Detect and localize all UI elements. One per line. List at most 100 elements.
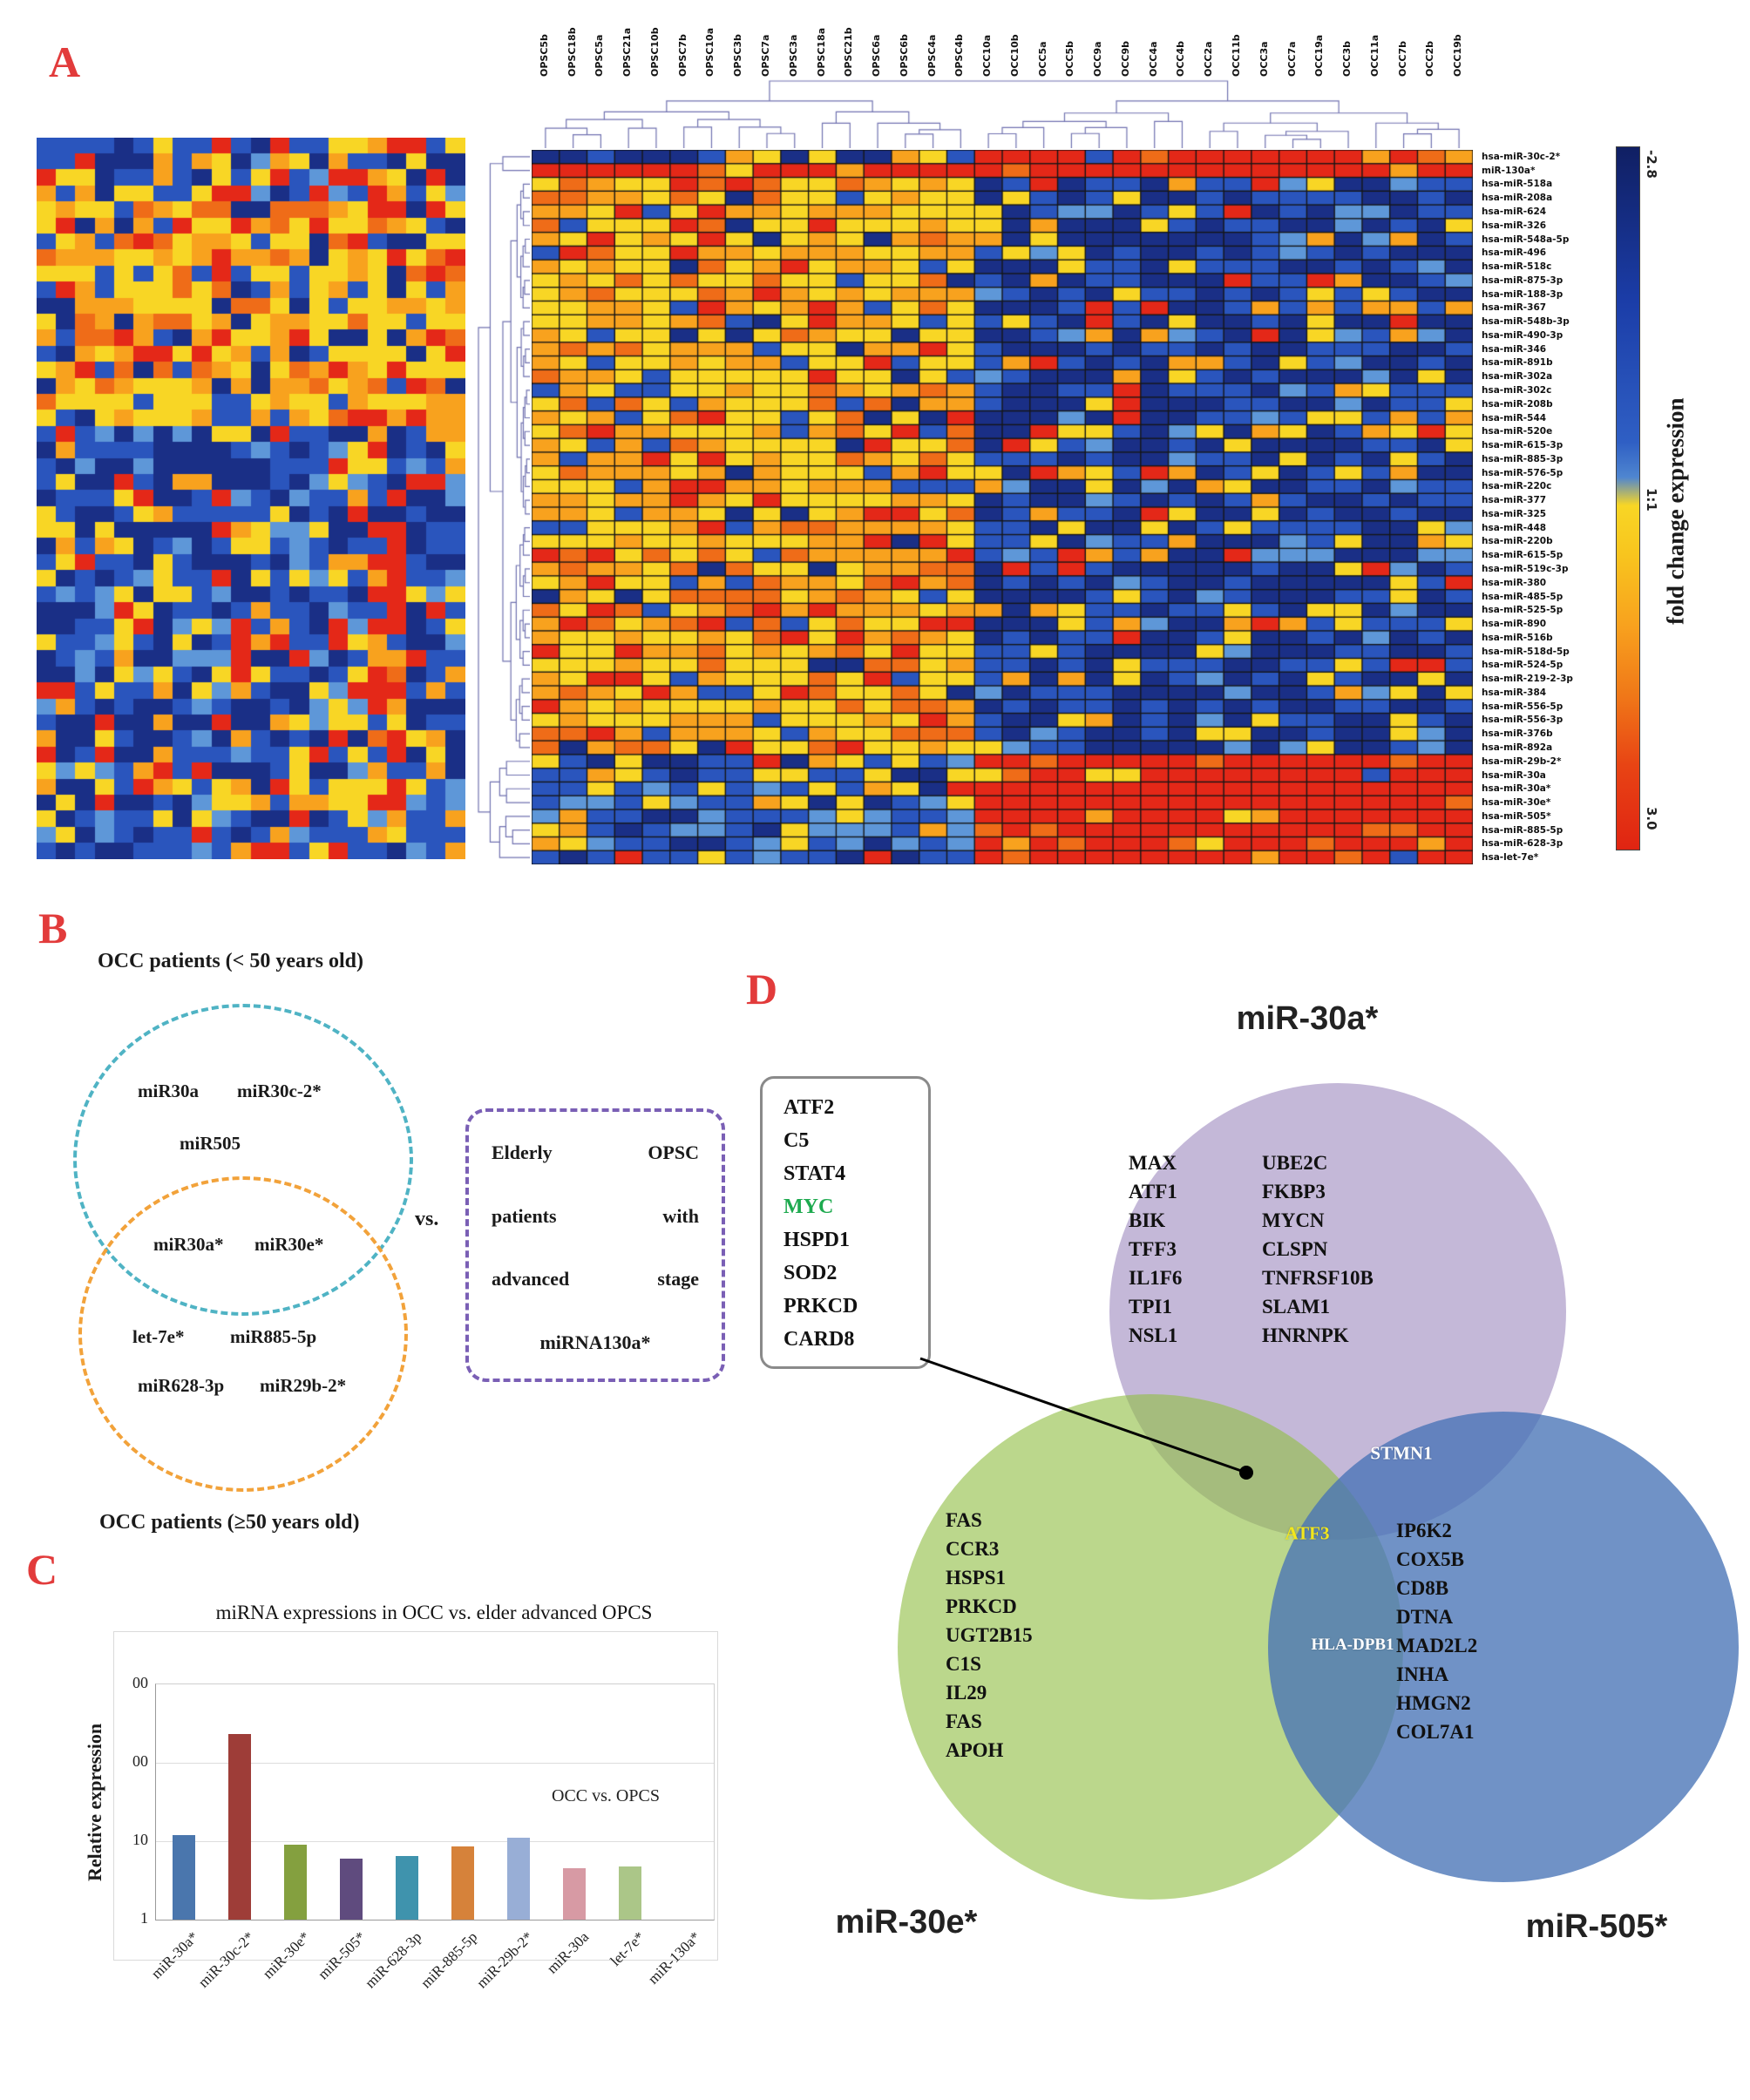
heatmap-row-label: hsa-miR-219-2-3p	[1482, 674, 1573, 685]
gene-item: HMGN2	[1396, 1692, 1471, 1714]
heatmap-row-label: hsa-let-7e*	[1482, 852, 1539, 864]
heatmap-col-label: OCC4a	[1147, 41, 1159, 77]
heatmap-row-label: hsa-miR-556-3p	[1482, 715, 1563, 726]
gridline	[156, 1763, 714, 1764]
venn-b-shared-item: miR30e*	[254, 1234, 324, 1255]
heatmap-row-label: hsa-miR-208b	[1482, 398, 1553, 410]
heatmap-row-label: hsa-miR-485-5p	[1482, 591, 1563, 602]
venn-b-elderly-box: Elderly OPSC patients with advanced stag…	[465, 1108, 725, 1382]
heatmap-col-label: OPSC21a	[621, 27, 634, 77]
heatmap-row-label: hsa-miR-220c	[1482, 481, 1552, 492]
heatmap-row-label: hsa-miR-380	[1482, 577, 1547, 588]
heatmap-col-label: OCC2a	[1203, 41, 1215, 77]
gene-item: TFF3	[1129, 1238, 1177, 1260]
gene-item: ATF1	[1129, 1181, 1177, 1202]
heatmap-col-label: OPSC21b	[843, 27, 855, 77]
venn-b-item: miR29b-2*	[260, 1375, 347, 1396]
heatmap-row-label: hsa-miR-384	[1482, 687, 1547, 698]
colorbar-tick-bottom: 3.0	[1644, 807, 1659, 830]
gene-item: HSPS1	[946, 1567, 1007, 1589]
heatmap-col-label: OPSC4a	[926, 34, 938, 78]
gene-item: TPI1	[1129, 1296, 1172, 1318]
heatmap-row-label: hsa-miR-30a*	[1482, 783, 1551, 795]
bar	[563, 1868, 586, 1920]
heatmap-col-label: OPSC3b	[732, 34, 744, 77]
heatmap-col-label: OCC3a	[1258, 41, 1270, 77]
callout-gene: CARD8	[783, 1328, 855, 1351]
heatmap-col-label: OCC19a	[1313, 34, 1326, 77]
gene-item: IP6K2	[1396, 1520, 1452, 1541]
chart-annotation: OCC vs. OPCS	[552, 1786, 660, 1805]
venn-b-item: let-7e*	[132, 1326, 185, 1347]
elderly-box-line: patients with	[492, 1204, 699, 1227]
gene-item: FAS	[946, 1509, 982, 1531]
heatmap-row-label: hsa-miR-302c	[1482, 384, 1552, 396]
y-tick-label: 1	[140, 1909, 148, 1927]
heatmap-col-label: OCC11b	[1231, 34, 1242, 77]
bar-chart-title: miRNA expressions in OCC vs. elder advan…	[215, 1602, 653, 1623]
y-tick-label: 00	[132, 1752, 148, 1770]
gene-item: APOH	[946, 1739, 1004, 1761]
elderly-box-line: miRNA130a*	[539, 1331, 651, 1353]
gridline	[156, 1841, 714, 1842]
heatmap-row-label: hsa-miR-885-5p	[1482, 824, 1563, 836]
elderly-box-line: Elderly OPSC	[492, 1141, 699, 1163]
heatmap-row-label: hsa-miR-505*	[1482, 810, 1551, 822]
gene-item: FKBP3	[1262, 1181, 1326, 1202]
heatmap-col-label: OCC2b	[1424, 40, 1436, 77]
heatmap-row-label: hsa-miR-516b	[1482, 632, 1553, 643]
heatmap-row-label: hsa-miR-29b-2*	[1482, 755, 1562, 767]
heatmap-row-label: hsa-miR-615-5p	[1482, 550, 1563, 561]
y-tick-label: 10	[132, 1831, 148, 1848]
intersection-hla-dpb1: HLA-DPB1	[1311, 1636, 1394, 1654]
heatmap-col-label: OCC7b	[1396, 40, 1408, 77]
main-heatmap-canvas	[532, 150, 1473, 864]
gene-item: FAS	[946, 1710, 982, 1732]
callout-gene: MYC	[783, 1196, 834, 1218]
heatmap-row-label: hsa-miR-518a	[1482, 179, 1553, 190]
left-heatmap-canvas	[37, 138, 465, 859]
heatmap-row-label: hsa-miR-875-3p	[1482, 274, 1563, 286]
bar	[396, 1855, 418, 1920]
heatmap-row-label: miR-130a*	[1482, 165, 1536, 176]
bar	[173, 1834, 195, 1920]
heatmap-row-label: hsa-miR-892a	[1482, 742, 1553, 753]
heatmap-col-label: OCC9a	[1092, 41, 1104, 77]
heatmap-col-label: OCC9b	[1119, 40, 1131, 77]
bar	[284, 1845, 307, 1920]
gene-item: CCR3	[946, 1538, 1000, 1560]
heatmap-col-label: OCC10b	[1008, 34, 1021, 77]
heatmap-row-label: hsa-miR-576-5p	[1482, 467, 1563, 478]
gene-item: MYCN	[1262, 1209, 1325, 1231]
heatmap-row-label: hsa-miR-615-3p	[1482, 440, 1563, 451]
gene-item: PRKCD	[946, 1595, 1017, 1617]
gene-item: C1S	[946, 1653, 981, 1675]
intersection-stmn1: STMN1	[1370, 1442, 1433, 1464]
heatmap-row-label: hsa-miR-520e	[1482, 426, 1553, 437]
heatmap-row-label: hsa-miR-518c	[1482, 261, 1552, 273]
venn-b-item: miR30a	[138, 1080, 199, 1101]
heatmap-row-label: hsa-miR-30c-2*	[1482, 151, 1561, 162]
panel-a-label: A	[49, 37, 81, 86]
gene-item: COL7A1	[1396, 1721, 1475, 1743]
heatmap-row-label: hsa-miR-496	[1482, 247, 1547, 259]
bar	[340, 1858, 363, 1920]
heatmap-row-label: hsa-miR-524-5p	[1482, 660, 1563, 671]
heatmap-col-label: OCC7a	[1285, 41, 1298, 77]
heatmap-row-label: hsa-miR-302a	[1482, 371, 1553, 383]
gene-item: UBE2C	[1262, 1152, 1328, 1174]
callout-gene: SOD2	[783, 1262, 838, 1284]
y-axis-label: Relative expression	[84, 1723, 105, 1881]
gene-item: INHA	[1396, 1663, 1449, 1685]
heatmap-row-label: hsa-miR-346	[1482, 343, 1547, 355]
callout-gene: ATF2	[783, 1096, 835, 1119]
heatmap-row-label: hsa-miR-208a	[1482, 193, 1553, 204]
bar	[451, 1846, 474, 1920]
heatmap-row-label: hsa-miR-188-3p	[1482, 288, 1563, 300]
colorbar-tick-mid: 1:1	[1644, 488, 1659, 511]
column-dendrogram-canvas	[532, 78, 1473, 148]
